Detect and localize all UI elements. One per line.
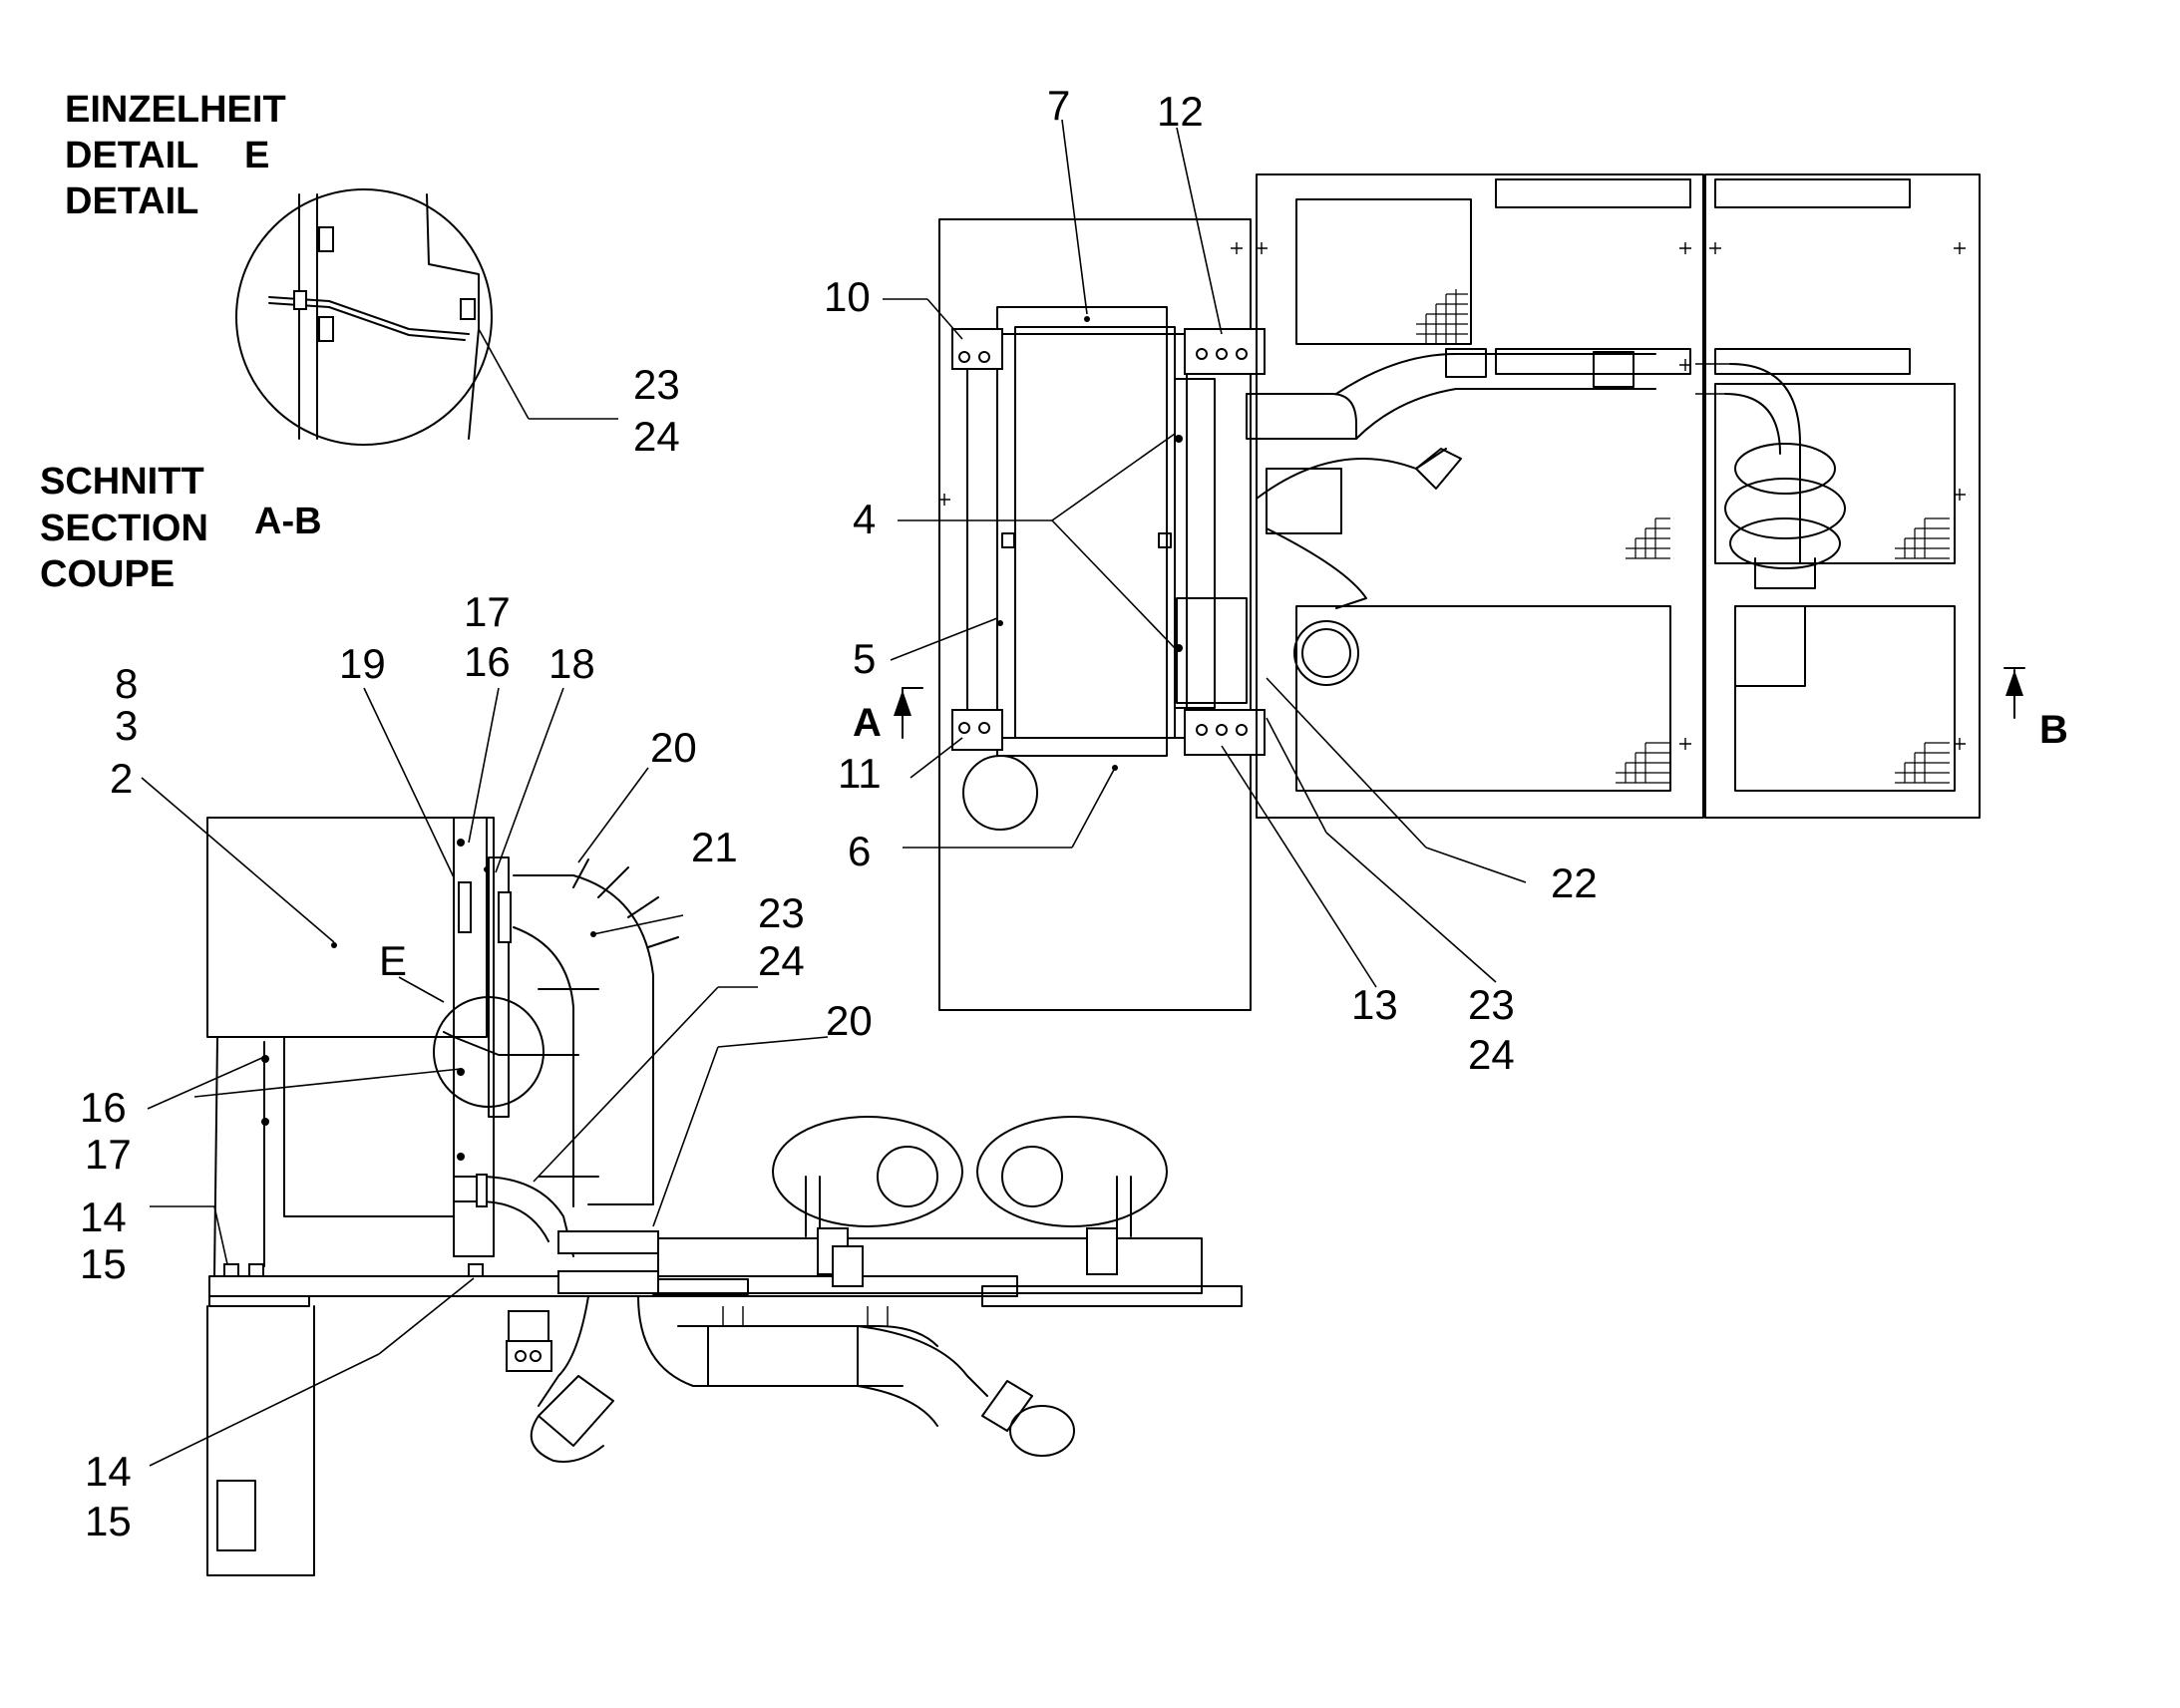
callout-20-upper: 20 [650, 724, 697, 771]
section-heading-line-1: SCHNITT [40, 461, 204, 503]
callout-2: 2 [110, 755, 133, 802]
section-marker-a: A [853, 701, 882, 745]
section-heading-line-3: COUPE [40, 553, 175, 595]
section-view [141, 687, 1243, 1576]
section-label: A-B [254, 501, 322, 542]
callout-10: 10 [824, 273, 871, 320]
callout-22: 22 [1551, 859, 1598, 906]
callout-labels: 23 24 7 12 10 4 5 11 6 22 13 23 24 17 16… [80, 82, 1598, 1544]
hatch-marks [1416, 289, 1950, 784]
section-marker-b: B [2039, 708, 2068, 752]
detail-heading: EINZELHEIT DETAIL E DETAIL [65, 89, 286, 222]
callout-8: 8 [115, 660, 138, 707]
callout-15-a: 15 [80, 1240, 127, 1287]
top-view [883, 119, 2025, 1011]
detail-heading-line-2: DETAIL [65, 135, 198, 176]
detail-heading-line-3: DETAIL [65, 180, 198, 222]
callout-18: 18 [548, 640, 595, 687]
callout-24-section: 24 [758, 937, 805, 984]
callout-12: 12 [1157, 88, 1204, 135]
callout-17-left: 17 [85, 1131, 132, 1178]
detail-e-view [235, 188, 618, 446]
callout-19: 19 [339, 640, 386, 687]
detail-letter: E [244, 135, 269, 176]
callout-16-top: 16 [464, 638, 511, 685]
detail-heading-line-1: EINZELHEIT [65, 89, 286, 131]
callout-24-bottom: 24 [1468, 1031, 1515, 1078]
callout-6: 6 [848, 828, 871, 874]
callout-15-b: 15 [85, 1498, 132, 1544]
callout-21: 21 [691, 824, 738, 870]
callout-20-lower: 20 [826, 997, 873, 1044]
callout-7: 7 [1047, 82, 1070, 129]
callout-23-detail: 23 [633, 361, 680, 408]
callout-5: 5 [853, 635, 876, 682]
callout-16-left: 16 [80, 1084, 127, 1131]
callout-17-top: 17 [464, 588, 511, 635]
callout-3: 3 [115, 702, 138, 749]
callout-11: 11 [838, 750, 882, 797]
callout-23-bottom: 23 [1468, 981, 1515, 1028]
callout-e: E [379, 937, 407, 984]
callout-14-a: 14 [80, 1194, 127, 1240]
callout-23-section: 23 [758, 889, 805, 936]
section-heading-line-2: SECTION [40, 508, 208, 549]
callout-14-b: 14 [85, 1448, 132, 1495]
callout-24-detail: 24 [633, 413, 680, 460]
callout-13: 13 [1351, 981, 1398, 1028]
section-heading: SCHNITT SECTION A-B COUPE [40, 461, 322, 595]
callout-4: 4 [853, 496, 876, 542]
